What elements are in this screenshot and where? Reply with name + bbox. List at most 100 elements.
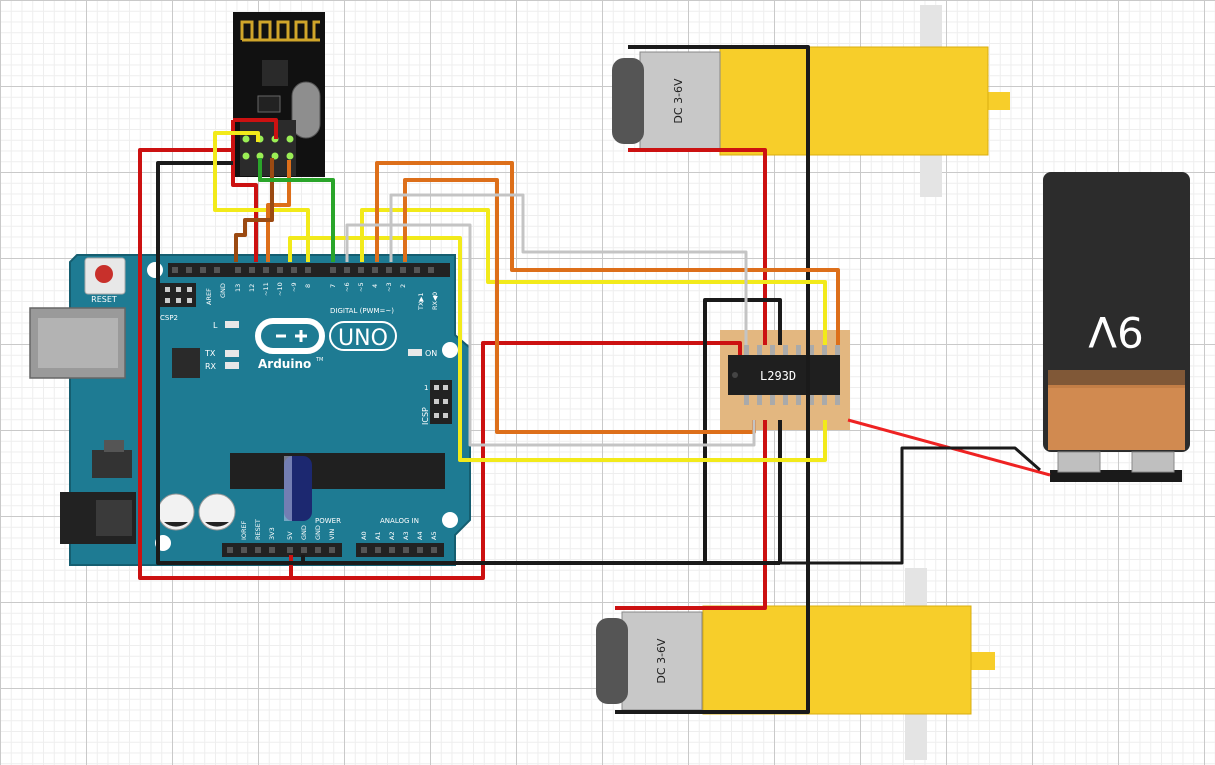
digital-label: DIGITAL (PWM=~) bbox=[330, 307, 394, 315]
cap-stripe bbox=[284, 456, 292, 521]
wire-pin5 bbox=[360, 208, 827, 345]
wire-5v bbox=[138, 148, 742, 580]
trademark: TM bbox=[315, 357, 323, 363]
analog-pin-label: A5 bbox=[430, 531, 438, 540]
wire-pin3 bbox=[389, 193, 748, 345]
pin-12-label: 12 bbox=[248, 284, 256, 292]
motor-bottom: DC 3-6V bbox=[596, 568, 995, 760]
wire-motor-bottom bbox=[615, 420, 767, 610]
arduino-logo bbox=[255, 318, 325, 354]
wire-nrf-vcc bbox=[233, 118, 278, 139]
chip-pin bbox=[796, 395, 801, 405]
chip-pin bbox=[835, 395, 840, 405]
wire-pin12 bbox=[231, 120, 258, 262]
usb-connector-inner bbox=[38, 318, 118, 368]
chip-pin bbox=[770, 345, 775, 355]
reset-pin-label: RESET bbox=[254, 519, 262, 540]
analog-pin-label: A2 bbox=[388, 531, 396, 540]
battery-terminal bbox=[1057, 451, 1101, 473]
battery-clip bbox=[1050, 470, 1182, 482]
battery-label: 9V bbox=[1088, 307, 1144, 356]
aref-pin-label: AREF bbox=[205, 288, 213, 305]
arduino-brand: Arduino bbox=[258, 357, 311, 371]
battery-terminal bbox=[1131, 451, 1175, 473]
wire-pin6 bbox=[345, 223, 756, 447]
usb-interface-chip bbox=[172, 348, 200, 378]
on-label: ON bbox=[425, 349, 437, 358]
pcb-antenna bbox=[240, 20, 320, 42]
rx-label: RX bbox=[205, 362, 217, 371]
pin-13-label: 13 bbox=[234, 284, 242, 292]
voltage-regulator bbox=[92, 450, 132, 478]
motor-endcap bbox=[612, 58, 644, 144]
wire-battery-negative bbox=[780, 446, 1041, 565]
wire-ground bbox=[156, 161, 780, 565]
digital-header bbox=[168, 263, 450, 277]
arduino-uno-board: RESET CSP2 L TX RX ON Arduino TM UNO bbox=[29, 254, 471, 566]
wires bbox=[138, 45, 1051, 714]
uno-badge bbox=[329, 321, 397, 351]
battery-copper-band bbox=[1048, 385, 1185, 450]
motor-voltage-label: DC 3-6V bbox=[672, 78, 685, 124]
chip-label: L293D bbox=[760, 369, 796, 383]
chip-pin bbox=[783, 345, 788, 355]
wire-pin9 bbox=[288, 236, 827, 462]
pin-11-label: ~11 bbox=[262, 282, 270, 296]
pin-4-label: 4 bbox=[371, 284, 379, 288]
chip-pin bbox=[783, 395, 788, 405]
capacitor bbox=[157, 493, 195, 531]
pin-9-label: ~9 bbox=[290, 282, 298, 292]
analog-header bbox=[356, 543, 444, 557]
analog-pin-label: A4 bbox=[416, 531, 424, 540]
icsp-header bbox=[430, 380, 452, 424]
wire-pin7 bbox=[258, 158, 335, 262]
wire-pin4 bbox=[375, 161, 840, 345]
pin-8-label: 8 bbox=[304, 284, 312, 288]
l293d-chip bbox=[728, 355, 840, 395]
wire-motor-top bbox=[628, 148, 767, 345]
pin-7-label: 7 bbox=[329, 284, 337, 288]
gearbox bbox=[719, 46, 989, 156]
nrf-chip bbox=[262, 60, 288, 86]
nrf-pin bbox=[286, 135, 294, 143]
battery-9v: 9V bbox=[1043, 172, 1190, 482]
ioref-label: IOREF bbox=[240, 520, 248, 540]
rx-pin-label: RX◀0 bbox=[431, 292, 439, 310]
motor-top: DC 3-6V bbox=[612, 5, 1010, 197]
pin-5-label: ~5 bbox=[357, 282, 365, 292]
tx-led bbox=[225, 350, 239, 357]
mount-hole bbox=[147, 262, 163, 278]
rx-led bbox=[225, 362, 239, 369]
nrf-pin bbox=[271, 152, 279, 160]
reset-button[interactable] bbox=[84, 257, 126, 295]
chip-pin bbox=[835, 345, 840, 355]
wire-pin13 bbox=[234, 158, 274, 262]
nrf-pin-header bbox=[240, 120, 296, 176]
analog-in-label: ANALOG IN bbox=[380, 517, 419, 525]
wire-pin11 bbox=[266, 160, 291, 262]
3v3-label: 3V3 bbox=[268, 527, 276, 540]
chip-notch bbox=[732, 372, 738, 378]
nrf24l01-module bbox=[233, 12, 325, 177]
gearbox bbox=[702, 605, 972, 715]
voltage-regulator-tab bbox=[104, 440, 124, 452]
nrf-component bbox=[257, 95, 281, 113]
chip-pin bbox=[809, 345, 814, 355]
pin-3-label: ~3 bbox=[385, 282, 393, 292]
gnd2-label: GND bbox=[314, 525, 322, 540]
nrf-pin bbox=[286, 152, 294, 160]
wire-ground-motors bbox=[615, 45, 810, 714]
chip-pin bbox=[796, 345, 801, 355]
dc-barrel-jack-inner bbox=[96, 500, 132, 536]
electrolytic-capacitor bbox=[284, 456, 312, 521]
chip-pin bbox=[822, 395, 827, 405]
motor-voltage-label: DC 3-6V bbox=[655, 638, 668, 684]
icsp-label: ICSP bbox=[421, 407, 430, 425]
atmega-chip bbox=[230, 453, 445, 489]
tx-label: TX bbox=[204, 349, 216, 358]
vin-label: VIN bbox=[328, 529, 336, 540]
chip-pin bbox=[744, 345, 749, 355]
analog-pin-label: A3 bbox=[402, 531, 410, 540]
motor-can bbox=[639, 51, 721, 151]
